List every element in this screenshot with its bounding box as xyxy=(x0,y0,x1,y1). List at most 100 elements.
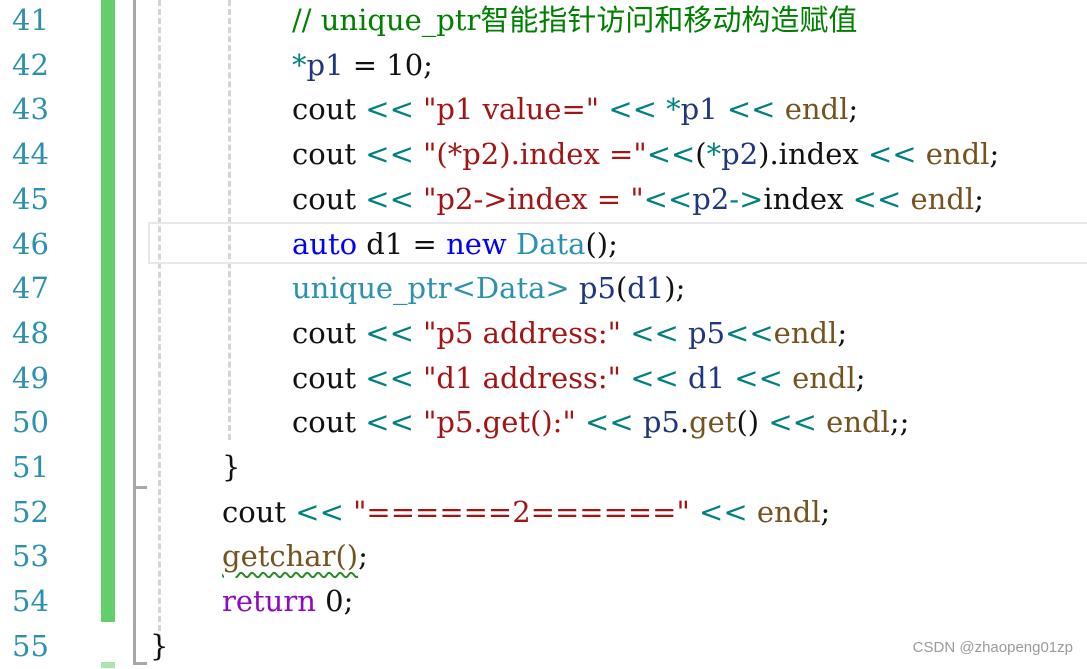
code-token: get xyxy=(689,405,737,440)
code-token: << xyxy=(365,405,414,440)
code-token: << xyxy=(585,405,634,440)
indent-guide xyxy=(158,0,161,640)
code-token: d1 xyxy=(678,360,726,395)
code-token: cout xyxy=(292,181,366,216)
code-token: "======2======" xyxy=(343,494,700,529)
code-token: d1 xyxy=(627,271,665,306)
code-token: d1 = xyxy=(357,226,447,261)
code-token: << xyxy=(630,315,679,350)
code-token: return xyxy=(222,584,316,619)
current-line-highlight xyxy=(148,222,1087,264)
line-number: 51 xyxy=(12,450,49,484)
line-number: 50 xyxy=(12,405,49,440)
code-token: p5 xyxy=(569,271,616,306)
code-line[interactable]: auto d1 = new Data(); xyxy=(292,222,618,267)
code-token: cout xyxy=(292,92,366,127)
code-token: ; xyxy=(358,539,368,574)
line-number: 55 xyxy=(12,628,49,663)
code-token: -> xyxy=(729,181,764,216)
code-token: ; xyxy=(820,494,831,529)
code-token: << xyxy=(365,315,414,350)
code-token: Data xyxy=(506,226,586,261)
code-token: . xyxy=(679,405,690,440)
code-token: new xyxy=(446,226,507,261)
line-number: 45 xyxy=(12,181,49,216)
code-token: << xyxy=(630,360,679,395)
code-token: ).index xyxy=(758,137,868,172)
line-number: 53 xyxy=(12,539,49,574)
code-token: getchar() xyxy=(222,539,359,574)
code-token: endl xyxy=(747,494,821,529)
code-token: = 10; xyxy=(343,47,433,82)
code-token: p2 xyxy=(692,181,730,216)
code-token: p1 xyxy=(306,47,344,82)
code-token: p2 xyxy=(721,137,759,172)
line-number: 48 xyxy=(12,315,49,350)
code-line[interactable]: cout << "p5.get():" << p5.get() << endl;… xyxy=(292,400,909,445)
code-token: << xyxy=(768,405,817,440)
code-token: cout xyxy=(292,405,366,440)
code-token: endl xyxy=(792,360,856,395)
code-line[interactable]: getchar(); xyxy=(222,534,368,579)
code-token: * xyxy=(706,137,722,172)
code-token: << xyxy=(365,137,414,172)
line-number: 46 xyxy=(12,226,49,261)
code-token: endl xyxy=(901,181,975,216)
code-token: << xyxy=(365,181,414,216)
code-line[interactable]: } xyxy=(222,445,240,490)
code-line[interactable]: unique_ptr<Data> p5(d1); xyxy=(292,266,685,311)
outline-fold-line[interactable] xyxy=(133,0,136,664)
code-token: * xyxy=(292,47,307,82)
code-line[interactable]: cout << "======2======" << endl; xyxy=(222,490,830,535)
code-line[interactable]: cout << "d1 address:" << d1 << endl; xyxy=(292,356,866,401)
code-line[interactable]: } xyxy=(150,624,168,669)
code-token: ); xyxy=(664,271,686,306)
code-token: "p2->index = " xyxy=(413,181,644,216)
code-token: 0; xyxy=(315,584,354,619)
code-token: cout xyxy=(292,360,366,395)
code-line[interactable]: // unique_ptr智能指针访问和移动构造赋值 xyxy=(292,0,857,43)
code-token: ( xyxy=(615,271,628,306)
code-token: p1 xyxy=(680,92,718,127)
fold-end-marker xyxy=(133,486,147,489)
code-token: << xyxy=(852,181,902,216)
line-number: 47 xyxy=(12,271,49,306)
code-token: endl xyxy=(816,405,890,440)
code-token: unique_ptr<Data> xyxy=(292,271,570,306)
code-token: "p1 value=" xyxy=(413,92,609,127)
line-number: 44 xyxy=(12,137,49,172)
line-number: 41 xyxy=(12,3,49,37)
code-token: index xyxy=(763,181,853,216)
indent-guide xyxy=(228,0,231,440)
fold-end-marker xyxy=(133,662,147,665)
code-token: << xyxy=(365,92,414,127)
code-token: << xyxy=(867,137,917,172)
code-token: ; xyxy=(974,181,984,216)
code-line[interactable]: *p1 = 10; xyxy=(292,43,433,88)
code-token: cout xyxy=(292,315,366,350)
code-line[interactable]: cout << "p2->index = "<<p2->index << end… xyxy=(292,177,984,222)
line-number: 43 xyxy=(12,92,49,127)
code-token: endl xyxy=(773,315,838,350)
code-token: cout xyxy=(222,494,296,529)
code-token: ; xyxy=(837,315,848,350)
code-token: // unique_ptr智能指针访问和移动构造赋值 xyxy=(292,3,858,37)
code-token: << xyxy=(608,92,657,127)
code-line[interactable]: cout << "p1 value=" << *p1 << endl; xyxy=(292,87,858,132)
code-token: } xyxy=(150,628,169,663)
code-token: << xyxy=(717,92,785,127)
code-token: "p5.get():" xyxy=(413,405,586,440)
code-token: ; xyxy=(989,137,1000,172)
code-token: << xyxy=(643,181,693,216)
code-token: endl xyxy=(784,92,849,127)
code-token: ; xyxy=(848,92,859,127)
line-number: 42 xyxy=(12,47,49,82)
code-token: cout xyxy=(292,137,366,172)
code-token: } xyxy=(222,450,241,484)
code-token: "p5 address:" xyxy=(413,315,631,350)
code-line[interactable]: return 0; xyxy=(222,579,353,624)
code-line[interactable]: cout << "p5 address:" << p5<<endl; xyxy=(292,311,847,356)
code-line[interactable]: cout << "(*p2).index ="<<(*p2).index << … xyxy=(292,132,999,177)
code-token: << xyxy=(365,360,414,395)
